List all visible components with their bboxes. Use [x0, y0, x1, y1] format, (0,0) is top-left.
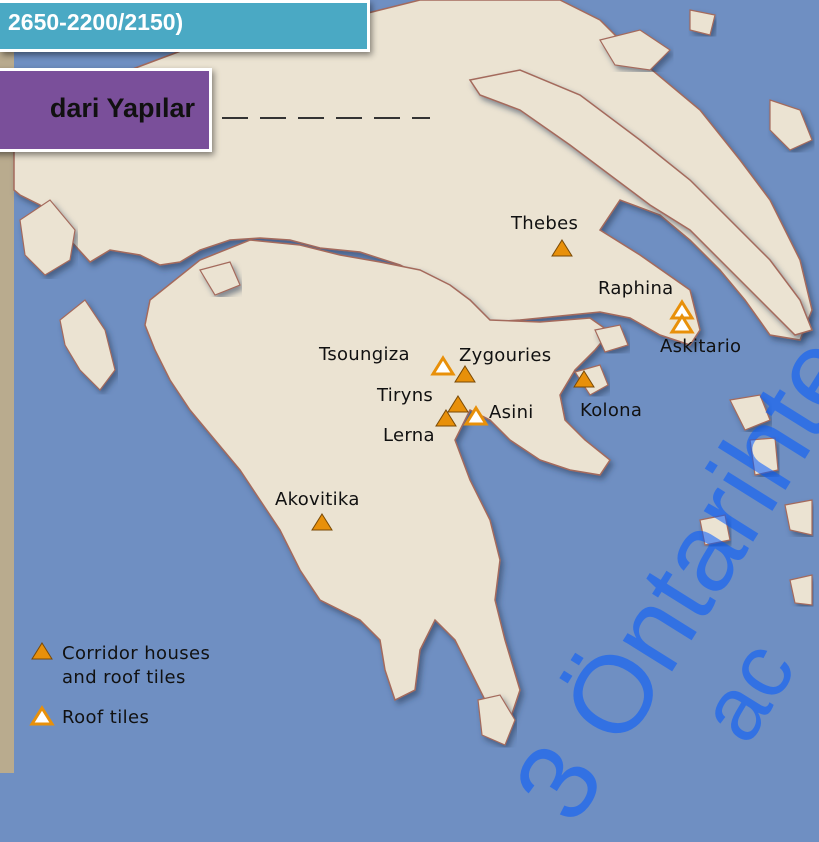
island-west-1 — [59, 299, 116, 391]
peloponnese-landmass — [144, 239, 612, 722]
title-banner: 2650-2200/2150) — [0, 0, 370, 52]
map-of-southern-greece — [0, 0, 814, 773]
island-aegean-2 — [749, 437, 779, 476]
label-asini: Asini — [489, 402, 534, 423]
label-tiryns: Tiryns — [377, 385, 434, 406]
island-aegean-5 — [789, 574, 813, 606]
island-east-1 — [769, 99, 813, 151]
euboea-island — [468, 69, 814, 336]
label-zygouries: Zygouries — [459, 345, 552, 366]
label-akovitika: Akovitika — [275, 489, 360, 510]
label-thebes: Thebes — [511, 213, 579, 234]
subtitle-text: dari Yapılar — [49, 93, 195, 123]
island-north-2 — [689, 9, 716, 36]
label-askitario: Askitario — [660, 336, 742, 357]
island-aegean-4 — [699, 514, 731, 546]
map-frame-edge — [0, 0, 14, 773]
island-aegean-1 — [729, 394, 771, 431]
legend-roof: Roof tiles — [62, 707, 150, 728]
label-kolona: Kolona — [580, 400, 643, 421]
label-lerna: Lerna — [383, 425, 435, 446]
label-raphina: Raphina — [598, 278, 674, 299]
subtitle-banner: dari Yapılar — [0, 68, 212, 152]
island-south-1 — [477, 694, 516, 746]
island-west-3 — [199, 261, 241, 296]
island-north-1 — [599, 29, 671, 71]
island-west-2 — [19, 199, 76, 276]
island-aegean-3 — [784, 499, 813, 536]
legend-corridor-line2: and roof tiles — [62, 667, 186, 688]
label-tsoungiza: Tsoungiza — [319, 344, 410, 365]
legend-corridor-line1: Corridor houses — [62, 643, 211, 664]
title-dates: 2650-2200/2150) — [8, 9, 184, 35]
island-saronic-2 — [594, 324, 629, 353]
